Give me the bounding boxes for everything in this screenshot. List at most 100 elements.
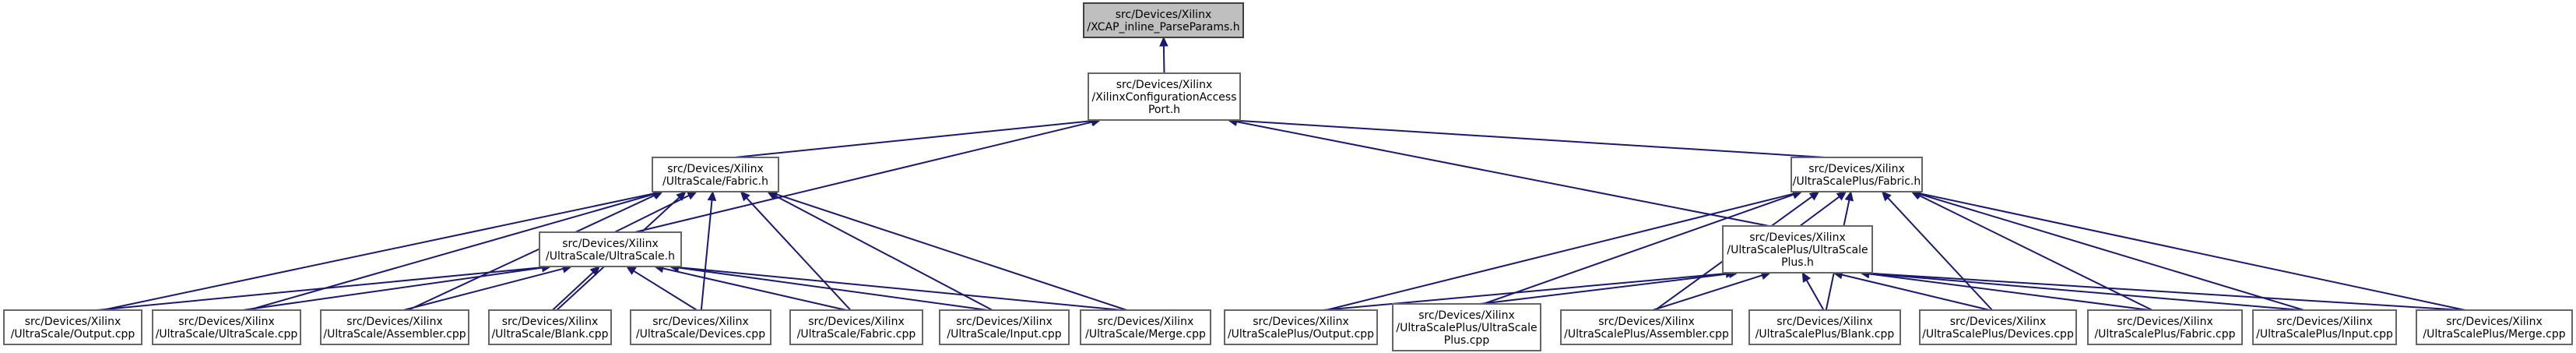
node-box [488,309,612,345]
edge-line [1236,121,1769,227]
arrowhead-icon [1159,36,1169,47]
edge-us-merge-to-us-fabric [767,190,1127,311]
arrowhead-icon [676,191,687,202]
edge-line [614,195,690,233]
edge-line [776,193,1127,311]
node-label-line: src/Devices/Xilinx [1116,79,1212,91]
file-node-us-cpp[interactable]: src/Devices/Xilinx/UltraScale/UltraScale… [152,309,301,345]
file-node-usp-merge[interactable]: src/Devices/Xilinx/UltraScalePlus/Merge.… [2416,309,2573,345]
file-node-xcap[interactable]: src/Devices/Xilinx/XilinxConfigurationAc… [1088,72,1241,121]
file-node-us-fabric[interactable]: src/Devices/Xilinx/UltraScale/Fabric.h [652,157,779,192]
node-label-line: src/Devices/Xilinx [1776,316,1872,328]
node-label-line: /UltraScale/UltraScale.h [546,250,675,263]
node-box [939,309,1070,345]
arrowhead-icon [1801,271,1812,283]
edge-usp-merge-to-usp-fabric [1910,189,2465,311]
node-label-line: Plus.h [1781,256,1814,269]
edge-line [700,199,713,311]
edge-line [552,271,594,311]
node-label-line: /UltraScale/Input.cpp [947,328,1061,341]
node-label-line: /UltraScalePlus/Output.cpp [1228,328,1374,341]
edge-line [1483,193,1794,305]
file-node-usp-assembler[interactable]: src/Devices/Xilinx/UltraScalePlus/Assemb… [1560,309,1733,345]
arrowhead-icon [686,191,698,200]
edge-line [1841,274,1991,311]
edge-usp-blank-to-usp-h [1801,271,1825,311]
node-label-line: src/Devices/Xilinx [652,316,748,328]
arrowhead-icon [740,191,750,202]
node-label-line: src/Devices/Xilinx [1418,309,1514,322]
node-label-line: src/Devices/Xilinx [667,163,763,175]
node-box [2252,309,2397,345]
node-label-line: src/Devices/Xilinx [178,316,274,328]
node-box [1919,309,2077,345]
file-node-us-h[interactable]: src/Devices/Xilinx/UltraScale/UltraScale… [539,231,682,267]
file-node-us-output[interactable]: src/Devices/Xilinx/UltraScale/Output.cpp [3,309,142,345]
file-node-usp-cpp[interactable]: src/Devices/Xilinx/UltraScalePlus/UltraS… [1392,303,1541,351]
edge-usp-devices-to-usp-fabric [1881,191,1993,311]
file-node-us-input[interactable]: src/Devices/Xilinx/UltraScale/Input.cpp [939,309,1070,345]
edge-line [1805,280,1825,311]
file-node-us-merge[interactable]: src/Devices/Xilinx/UltraScale/Merge.cpp [1080,309,1211,345]
node-box [1080,309,1211,345]
node-label-line: /XilinxConfigurationAccess [1091,91,1236,104]
file-node-us-assembler[interactable]: src/Devices/Xilinx/UltraScale/Assembler.… [320,309,469,345]
node-box [1392,303,1541,351]
node-label-line: src/Devices/Xilinx [1098,316,1193,328]
edge-line [678,267,988,311]
node-label-line: src/Devices/Xilinx [2276,316,2372,328]
node-label-line: /UltraScale/Merge.cpp [1085,328,1206,341]
file-node-usp-devices[interactable]: src/Devices/Xilinx/UltraScalePlus/Device… [1919,309,2077,345]
arrowhead-icon [625,266,637,275]
edge-xcap-to-root [1159,36,1169,74]
edge-line [248,193,655,311]
node-label-line: src/Devices/Xilinx [956,316,1052,328]
arrowhead-icon [707,190,717,201]
node-label-line: /UltraScalePlus/UltraScale [1396,322,1537,334]
arrowhead-icon [1881,191,1892,202]
node-label-line: /UltraScale/UltraScale.cpp [156,328,298,341]
node-box [1791,157,1923,192]
arrowhead-icon [1808,191,1820,201]
node-label-line: /UltraScalePlus/UltraScale [1727,244,1868,256]
file-node-us-devices[interactable]: src/Devices/Xilinx/UltraScale/Devices.cp… [630,309,771,345]
node-box [1088,72,1241,121]
edge-line [97,267,543,311]
edge-us-fabric-cpp-to-us-fabric [740,191,852,311]
edge-line [1799,196,1840,227]
file-node-usp-h[interactable]: src/Devices/Xilinx/UltraScalePlus/UltraS… [1722,225,1873,274]
node-label-line: /UltraScalePlus/Fabric.h [1793,175,1921,188]
file-node-us-fabric-cpp[interactable]: src/Devices/Xilinx/UltraScale/Fabric.cpp [789,309,923,345]
edge-us-devices-to-us-fabric [700,190,717,311]
file-node-usp-fabric[interactable]: src/Devices/Xilinx/UltraScalePlus/Fabric… [1791,157,1923,192]
node-label-line: /UltraScale/Devices.cpp [636,328,765,341]
edge-line [403,267,564,311]
file-node-usp-blank[interactable]: src/Devices/Xilinx/UltraScalePlus/Blank.… [1748,309,1901,345]
node-box [652,157,779,192]
edge-usp-input-to-usp-fabric [1910,189,2304,311]
node-label-line: /XCAP_inline_ParseParams.h [1087,21,1239,34]
edge-us-output-to-us-h [97,263,552,311]
node-box [1560,309,1733,345]
edge-line [775,195,993,311]
node-label-line: /UltraScalePlus/Assembler.cpp [1564,328,1729,341]
node-label-line: src/Devices/Xilinx [1950,316,2046,328]
node-label-line: src/Devices/Xilinx [25,316,121,328]
node-box [630,309,771,345]
edge-usp-h-to-xcap [1227,117,1769,227]
arrowhead-icon [1844,190,1854,202]
edge-line [1322,273,1727,311]
node-label-line: /UltraScale/Blank.cpp [491,328,608,341]
node-label-line: Port.h [1148,104,1180,116]
file-node-usp-output[interactable]: src/Devices/Xilinx/UltraScalePlus/Output… [1224,309,1378,345]
file-node-usp-input[interactable]: src/Devices/Xilinx/UltraScalePlus/Input.… [2252,309,2397,345]
file-node-us-blank[interactable]: src/Devices/Xilinx/UltraScale/Blank.cpp [488,309,612,345]
edge-line [242,267,543,311]
edge-usp-cpp-to-usp-h [1480,269,1739,305]
file-node-root[interactable]: src/Devices/Xilinx/XCAP_inline_ParsePara… [1083,2,1244,38]
node-label-line: Plus.cpp [1444,334,1490,347]
file-node-usp-fabric-cpp[interactable]: src/Devices/Xilinx/UltraScalePlus/Fabric… [2087,309,2243,345]
node-label-line: src/Devices/Xilinx [1808,163,1904,175]
edge-line [1868,272,2302,311]
